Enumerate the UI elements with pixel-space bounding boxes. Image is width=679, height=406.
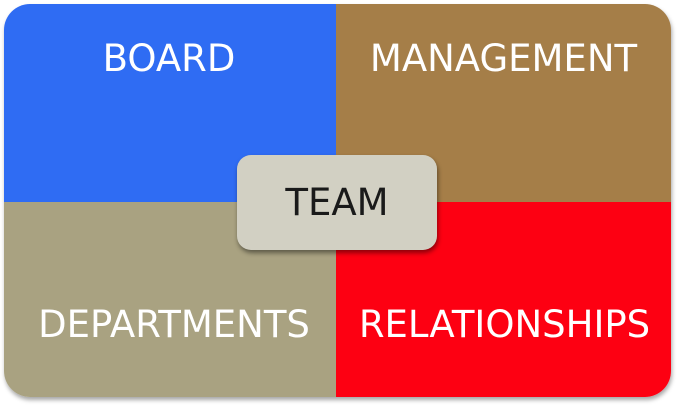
quadrant-relationships-label: RELATIONSHIPS	[358, 303, 651, 346]
center-team-box: TEAM	[237, 155, 437, 250]
quadrant-departments: DEPARTMENTS	[4, 202, 336, 397]
quadrant-departments-label: DEPARTMENTS	[38, 303, 310, 346]
quadrant-management-label: MANAGEMENT	[369, 36, 638, 80]
quadrant-board: BOARD	[4, 4, 336, 202]
center-team-label: TEAM	[285, 181, 389, 224]
quadrant-board-label: BOARD	[102, 36, 236, 80]
